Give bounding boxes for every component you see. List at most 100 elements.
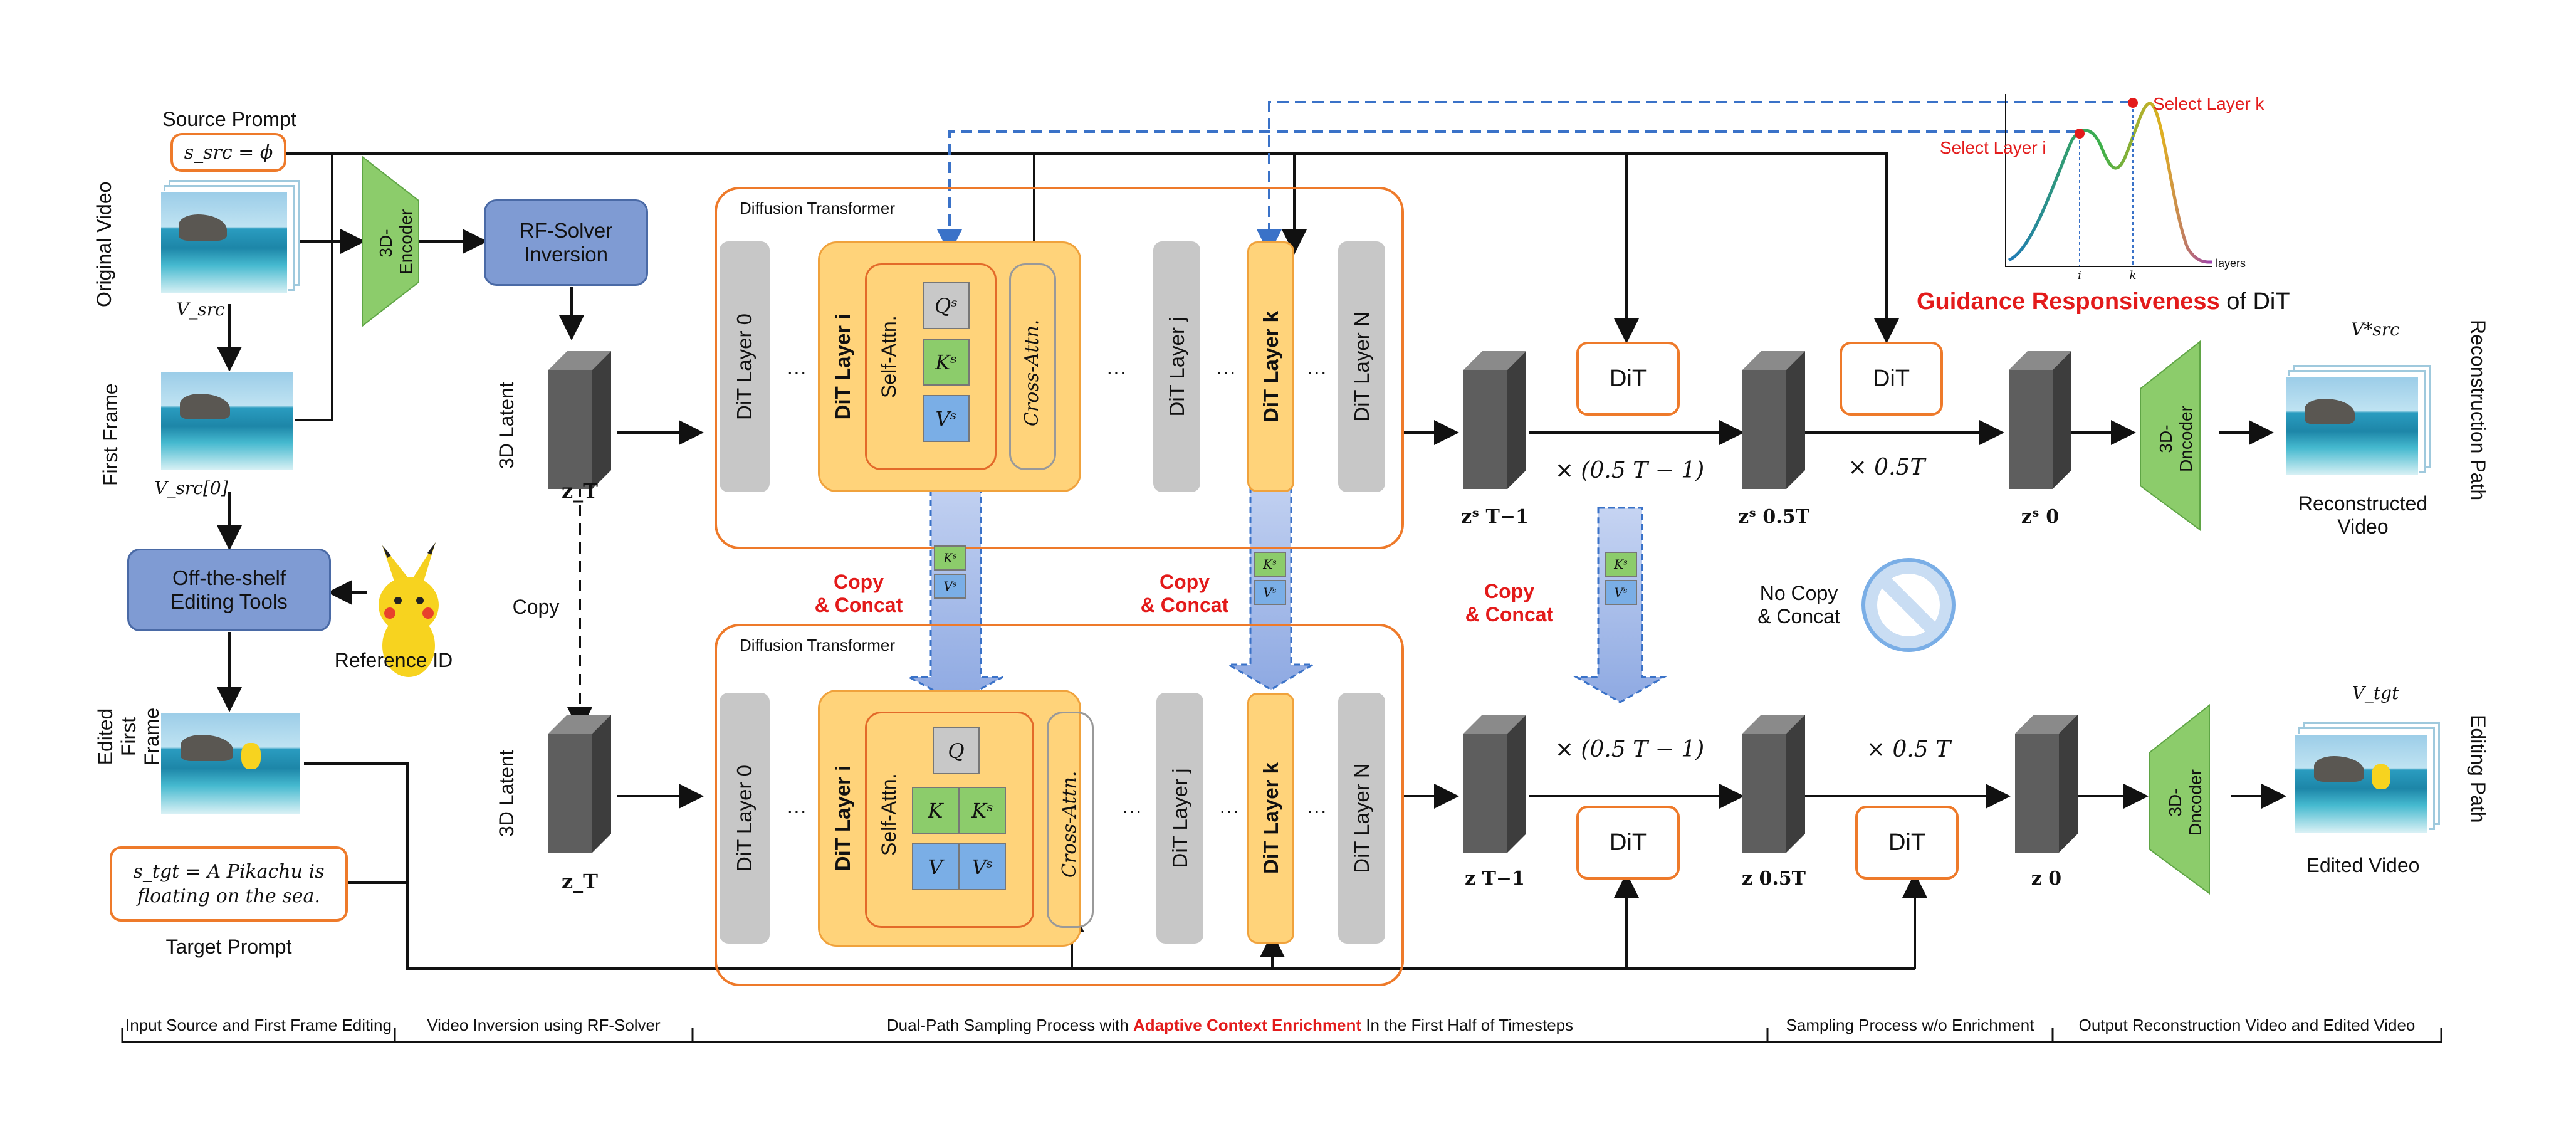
editing-path-vertical: Editing Path	[2466, 715, 2490, 823]
times-first-bottom: × (0.5 T − 1)	[1554, 737, 1705, 762]
z-bottom-3: z 0	[2031, 868, 2062, 890]
q-cell: Q	[933, 727, 980, 774]
dit-box-bottom-1[interactable]: DiT	[1576, 806, 1680, 880]
dit-layer-n-bottom[interactable]: DiT Layer N	[1338, 693, 1385, 944]
latent-cubes	[548, 351, 2078, 853]
copy-concat-2: Copy& Concat	[1140, 571, 1229, 616]
v-src-label: V_src	[176, 299, 225, 320]
dit-layer-i-label-top: DiT Layer i	[831, 313, 854, 420]
recon-symbol: V*src	[2351, 319, 2400, 340]
source-prompt-box[interactable]: s_src = ϕ	[170, 133, 286, 172]
q-s-cell: Qˢ	[923, 282, 970, 329]
v-s-copy-2: Vˢ	[1254, 580, 1286, 605]
dots-5: ···	[787, 799, 807, 822]
dit-layer-j-top[interactable]: DiT Layer j	[1153, 241, 1200, 492]
z-t-top: z_T	[562, 479, 598, 503]
dit-box-top-2[interactable]: DiT	[1840, 342, 1943, 416]
dt-title-top: Diffusion Transformer	[740, 199, 896, 218]
dit-layer-n-top[interactable]: DiT Layer N	[1338, 241, 1385, 492]
dit-layer-0-label: DiT Layer 0	[733, 313, 756, 420]
dit-layer-j-label: DiT Layer j	[1165, 317, 1188, 417]
copy-concat-1: Copy& Concat	[814, 571, 903, 616]
edit-symbol: V_tgt	[2352, 683, 2399, 703]
z-bottom-1: z T−1	[1465, 868, 1525, 890]
target-prompt-label: Target Prompt	[165, 935, 292, 958]
decoder-top-shape	[2140, 340, 2201, 531]
cross-attn-block-top	[1009, 263, 1056, 470]
self-attn-label-top: Self-Attn.	[877, 315, 900, 398]
editing-tools-box: Off-the-shelf Editing Tools	[127, 549, 331, 631]
first-frame-thumbnail	[160, 371, 295, 471]
z-bottom-2: z 0.5T	[1742, 868, 1806, 890]
k-s-copy-2: Kˢ	[1254, 552, 1286, 577]
dit-layer-k-top[interactable]: DiT Layer k	[1247, 241, 1294, 492]
section-2: Video Inversion using RF-Solver	[427, 1016, 661, 1034]
dit-layer-j-bottom[interactable]: DiT Layer j	[1156, 693, 1203, 944]
section-3: Dual-Path Sampling Process with Adaptive…	[886, 1016, 1574, 1034]
self-attn-block-bottom	[865, 712, 1034, 928]
section-4: Sampling Process w/o Enrichment	[1786, 1016, 2034, 1034]
self-attn-label-bottom: Self-Attn.	[877, 773, 900, 856]
dit-layer-n-label: DiT Layer N	[1349, 312, 1373, 422]
section-1: Input Source and First Frame Editing	[125, 1016, 392, 1034]
dit-layer-i-label-bottom: DiT Layer i	[831, 765, 854, 871]
edited-first-frame-thumbnail	[160, 712, 301, 815]
k-s-concat-cell: Kˢ	[959, 787, 1006, 834]
k-s-copy-3: Kˢ	[1605, 552, 1637, 577]
dit-layer-k-label-b: DiT Layer k	[1259, 762, 1282, 874]
tick-k: k	[2129, 269, 2137, 282]
edited-video-thumbnail	[2294, 734, 2429, 834]
diffusion-transformer-top	[715, 187, 1404, 549]
v-s-cell: Vˢ	[923, 395, 970, 442]
dit-box-top-1[interactable]: DiT	[1576, 342, 1680, 416]
select-layer-i: Select Layer i	[1940, 138, 2046, 157]
reconstruction-path-vertical: Reconstruction Path	[2466, 320, 2490, 501]
encoder-label: 3D-Encoder	[376, 209, 416, 275]
no-copy-label: No Copy& Concat	[1757, 582, 1840, 628]
original-video-label: Original Video	[93, 181, 115, 307]
no-copy-icon	[1861, 558, 1956, 652]
guidance-caption: Guidance Responsiveness of DiT	[1917, 288, 2290, 315]
dit-layer-0-bottom[interactable]: DiT Layer 0	[720, 693, 770, 944]
target-prompt-box[interactable]: s_tgt = A Pikachu is floating on the sea…	[110, 846, 348, 922]
z-top-3: zˢ 0	[2021, 506, 2060, 528]
k-cell: K	[912, 787, 959, 834]
edited-first-frame-label: Edited First Frame	[94, 707, 163, 766]
pikachu-icon	[379, 542, 439, 677]
decoder-bottom-shape	[2149, 703, 2210, 895]
v-src0-label: V_src[0]	[154, 478, 228, 498]
encoder-shape	[362, 155, 419, 328]
z-top-2: zˢ 0.5T	[1738, 506, 1809, 528]
axis-layers-label: layers	[2216, 257, 2246, 270]
v-s-copy-3: Vˢ	[1605, 580, 1637, 605]
dots-4: ···	[1307, 360, 1327, 383]
cross-attn-label-top: Cross-Attn.	[1021, 319, 1043, 426]
select-layer-k: Select Layer k	[2153, 94, 2264, 113]
dots-8: ···	[1307, 799, 1327, 822]
latent-label-bottom: 3D Latent	[495, 750, 518, 837]
dit-box-bottom-2[interactable]: DiT	[1855, 806, 1959, 880]
editing-tools-label: Off-the-shelf Editing Tools	[170, 566, 288, 613]
dots-7: ···	[1219, 799, 1239, 822]
v-s-concat-cell: Vˢ	[959, 843, 1006, 890]
k-s-copy-1: Kˢ	[934, 545, 966, 571]
latent-label-top: 3D Latent	[495, 382, 518, 469]
guidance-chart	[2005, 94, 2213, 267]
cross-attn-block-bottom	[1047, 712, 1094, 928]
v-s-copy-1: Vˢ	[934, 574, 966, 599]
first-frame-label: First Frame	[99, 383, 122, 486]
target-prompt-text: s_tgt = A Pikachu is floating on the sea…	[133, 861, 325, 907]
dit-layer-0-top[interactable]: DiT Layer 0	[720, 241, 770, 492]
dt-title-bottom: Diffusion Transformer	[740, 636, 896, 655]
source-prompt-label: Source Prompt	[162, 108, 296, 130]
dit-layer-0-label-b: DiT Layer 0	[733, 765, 756, 871]
rf-solver-box: RF-Solver Inversion	[484, 199, 648, 286]
dit-layer-j-label-b: DiT Layer j	[1168, 768, 1191, 868]
dit-layer-k-bottom[interactable]: DiT Layer k	[1247, 693, 1294, 944]
copy-label: Copy	[512, 596, 560, 618]
source-prompt-text: s_src = ϕ	[184, 141, 273, 164]
dots-3: ···	[1216, 360, 1236, 383]
tick-i: i	[2078, 269, 2081, 282]
